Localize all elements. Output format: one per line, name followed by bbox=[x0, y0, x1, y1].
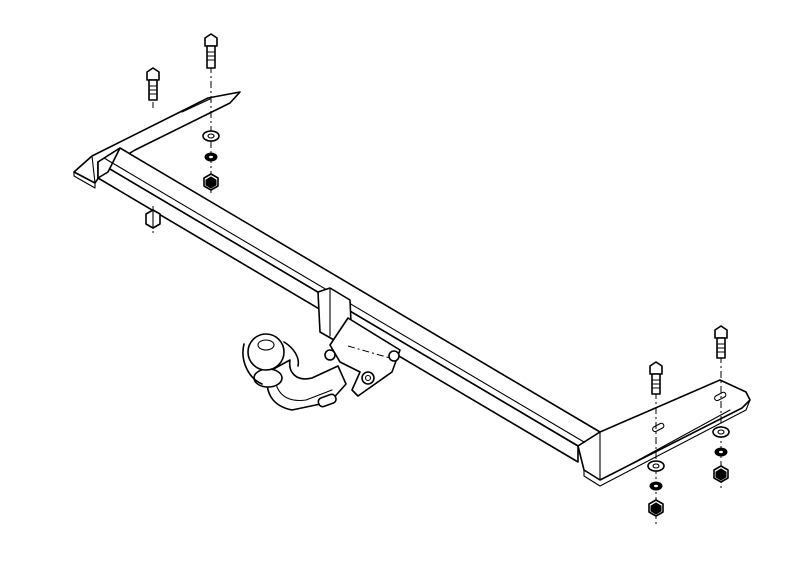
left-spring-washer bbox=[204, 152, 218, 162]
right-spring-washer-rear bbox=[649, 481, 663, 491]
tow-ball-neck bbox=[242, 333, 347, 411]
right-bolt-front bbox=[714, 325, 728, 490]
right-washer-rear bbox=[647, 460, 665, 472]
left-bolt-rear bbox=[146, 67, 160, 108]
socket-plate bbox=[317, 287, 401, 397]
left-bolt-front bbox=[204, 33, 218, 196]
right-spring-washer-front bbox=[714, 447, 728, 457]
right-bolt-rear bbox=[649, 361, 663, 525]
left-nut-under bbox=[145, 206, 161, 234]
right-nut-rear bbox=[648, 499, 664, 517]
right-nut-front bbox=[713, 465, 729, 483]
left-nut bbox=[203, 173, 219, 191]
right-mounting-bracket bbox=[577, 379, 751, 487]
left-washer bbox=[202, 130, 220, 142]
right-washer-front bbox=[712, 426, 730, 438]
